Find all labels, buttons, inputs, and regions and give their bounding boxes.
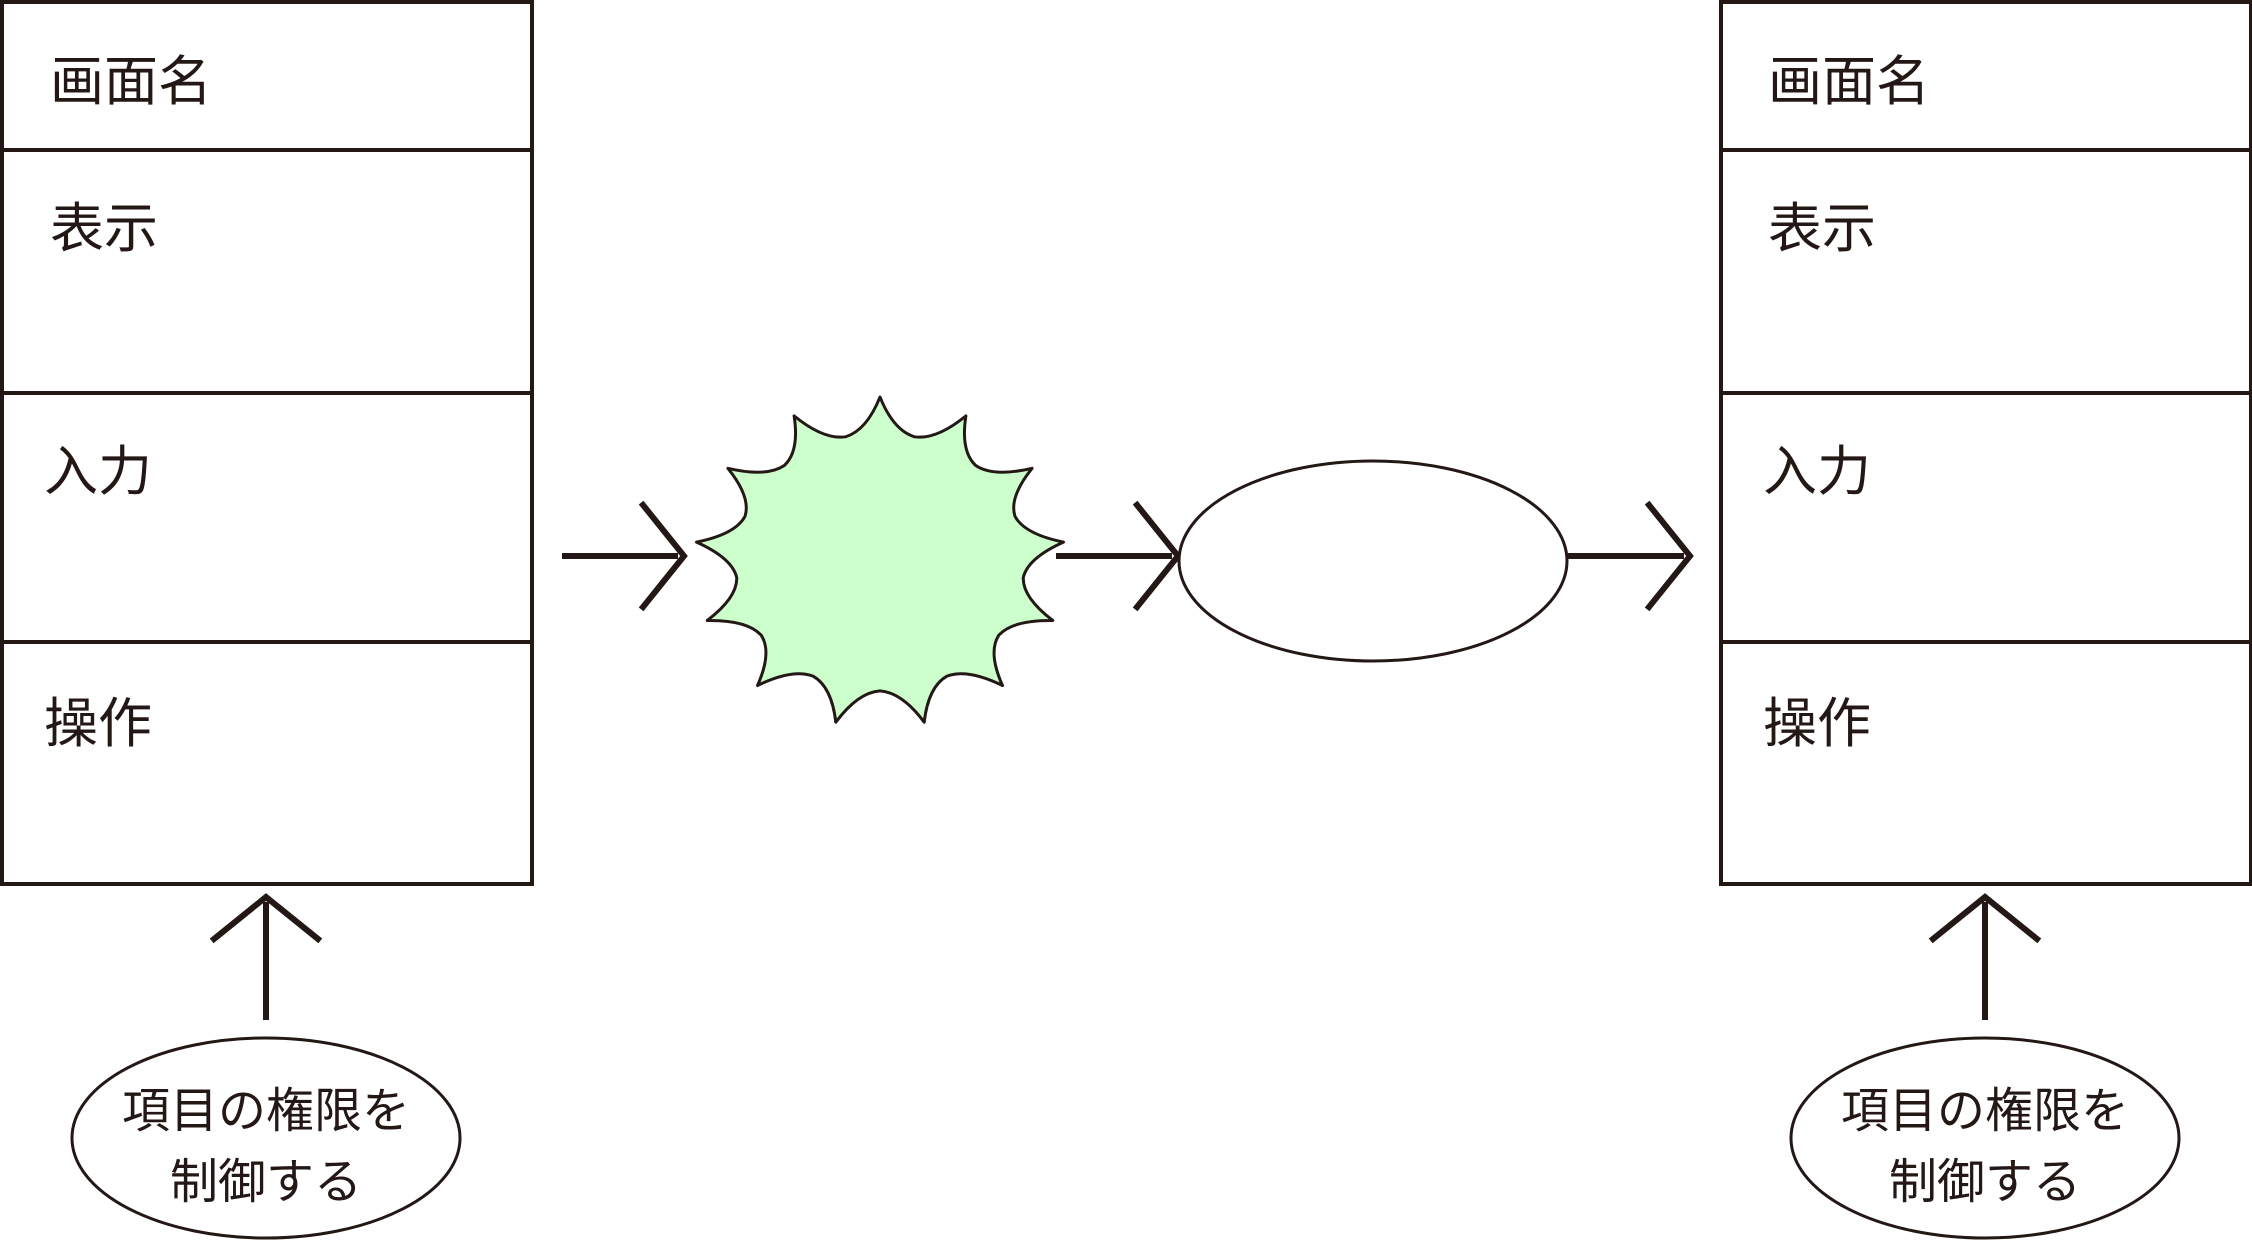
left-section-display: 表示: [50, 197, 158, 260]
right-section-input: 入力: [1763, 440, 1871, 503]
right-note-ellipse: [1789, 1036, 2181, 1240]
left-note-ellipse: [70, 1036, 462, 1240]
left-up-arrow: [209, 893, 323, 1020]
process-ellipse: [1177, 459, 1569, 663]
left-note-line-1: 項目の権限を: [122, 1083, 410, 1139]
right-section-operation: 操作: [1763, 692, 1871, 755]
right-screen: 画面名 表示 入力 操作: [1719, 0, 2252, 886]
left-section-input: 入力: [44, 440, 152, 503]
right-section-display: 表示: [1768, 197, 1876, 260]
right-note-line-2: 制御する: [1889, 1154, 2081, 1210]
left-note-line-2: 制御する: [170, 1154, 362, 1210]
right-up-arrow: [1928, 893, 2042, 1020]
right-note: 項目の権限を 制御する: [1789, 1036, 2181, 1240]
right-section-screen-name: 画面名: [1768, 50, 1930, 113]
flow-arrow-1: [562, 500, 688, 612]
flow-arrow-2: [1056, 500, 1182, 612]
left-section-screen-name: 画面名: [50, 50, 212, 113]
left-section-operation: 操作: [44, 692, 152, 755]
event-burst-shape: [695, 395, 1065, 724]
left-screen: 画面名 表示 入力 操作: [0, 0, 534, 886]
flow-arrow-3: [1568, 500, 1694, 612]
right-note-line-1: 項目の権限を: [1841, 1083, 2129, 1139]
left-note: 項目の権限を 制御する: [70, 1036, 462, 1240]
